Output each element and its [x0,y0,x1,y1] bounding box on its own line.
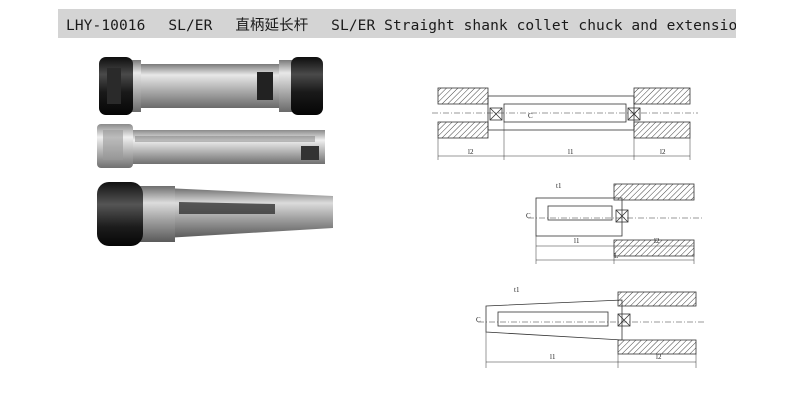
english-name: SL/ER Straight shank collet chuck and ex… [331,18,736,34]
dim-label-bot-l2: l2 [656,353,662,361]
dim-label-bot-t1: t1 [514,286,520,294]
drawing-tapered [478,291,704,368]
drawing-double-ended [432,87,698,160]
dim-label-mid-L: L [614,252,618,260]
dim-label-top-l2-right: l2 [660,148,666,156]
technical-drawings: l2 l1 l2 C t1 C l1 l2 L t1 C [432,87,704,368]
model-number: LHY-10016 [66,18,146,34]
dim-label-top-l1: l1 [568,148,574,156]
dim-label-bot-c: C [476,316,481,324]
dim-label-top-l2-left: l2 [468,148,474,156]
dim-label-mid-c: C [526,212,531,220]
photo-straight-shank-collet-chuck [97,124,325,168]
dim-label-bot-l1: l1 [550,353,556,361]
photo-double-ended-extension [99,57,323,115]
dim-label-mid-l1: l1 [574,237,580,245]
photo-tapered-shank-collet-chuck [97,182,333,246]
dim-label-top-c: C [528,112,533,120]
type-code: SL/ER [168,18,213,34]
chinese-name: 直柄延长杆 [235,18,309,34]
drawing-straight-shank [528,183,702,264]
dim-label-mid-t1: t1 [556,182,562,190]
dim-label-mid-l2: l2 [654,237,660,245]
title-bar: LHY-10016 SL/ER 直柄延长杆 SL/ER Straight sha… [58,9,736,38]
